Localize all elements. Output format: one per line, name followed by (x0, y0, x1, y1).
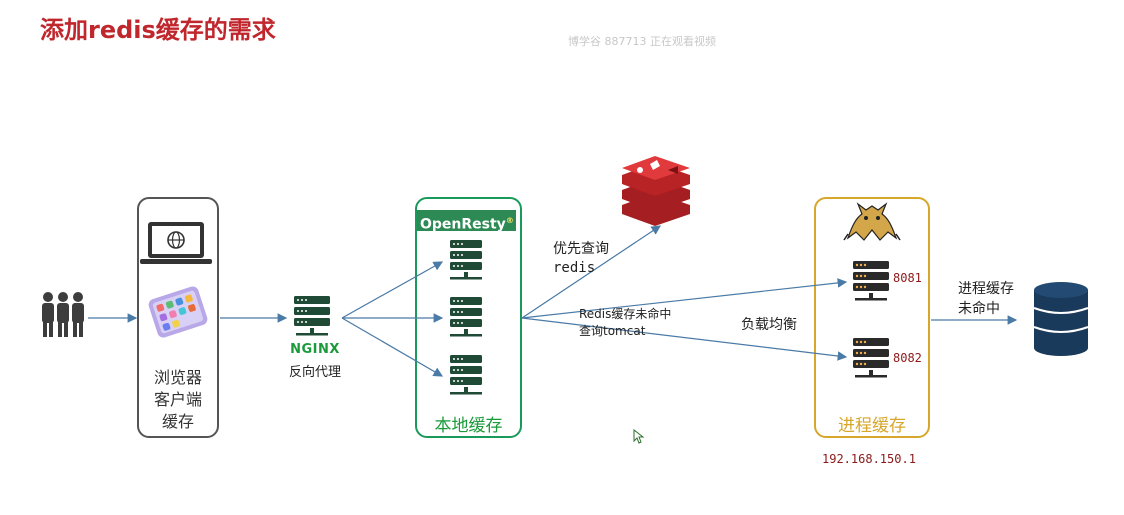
page-title: 添加redis缓存的需求 (40, 16, 276, 44)
openresty-server-icon-3 (450, 355, 482, 395)
tomcat-server-icon-8082 (853, 338, 889, 378)
port-8081: 8081 (893, 271, 922, 285)
browser-box (137, 197, 219, 438)
browser-label-3: 缓存 (161, 412, 194, 431)
openresty-logo-text: OpenResty (420, 216, 506, 233)
arrow-or-to-8082 (521, 317, 848, 361)
redis-query-label-1: 优先查询 (553, 241, 609, 257)
watermark: 博学谷 887713 正在观看视频 (568, 35, 716, 48)
process-cache-box (814, 197, 930, 438)
process-cache-label: 进程缓存 (838, 416, 906, 436)
load-balance-label: 负载均衡 (741, 317, 797, 333)
tomcat-server-icon-8081 (853, 261, 889, 301)
nginx-logo: NGINX (290, 342, 340, 357)
redis-miss-label-2: 查询tomcat (579, 324, 646, 338)
openresty-server-icon-1 (450, 240, 482, 280)
arrow-nginx-to-or1 (341, 261, 444, 319)
db-miss-label-1: 进程缓存 (958, 281, 1014, 297)
port-8082: 8082 (893, 351, 922, 365)
nginx-server-icon (294, 296, 330, 336)
redis-miss-label-1: Redis缓存未命中 (579, 307, 672, 321)
browser-label-2: 客户端 (153, 390, 202, 409)
db-miss-label-2: 未命中 (958, 301, 1000, 317)
openresty-label: 本地缓存 (434, 416, 503, 436)
nginx-label: 反向代理 (288, 365, 341, 380)
server-ip: 192.168.150.1 (822, 452, 916, 466)
arrow-nginx-to-or3 (341, 317, 444, 377)
redis-query-label-2: redis (553, 260, 596, 276)
openresty-registered: ® (505, 216, 514, 225)
browser-label-1: 浏览器 (153, 368, 202, 387)
openresty-logo-bar: OpenResty® (417, 210, 516, 233)
openresty-server-icon-2 (450, 297, 482, 337)
arrow-or-to-8081 (521, 278, 848, 319)
arrow-or-to-redis (521, 225, 661, 319)
